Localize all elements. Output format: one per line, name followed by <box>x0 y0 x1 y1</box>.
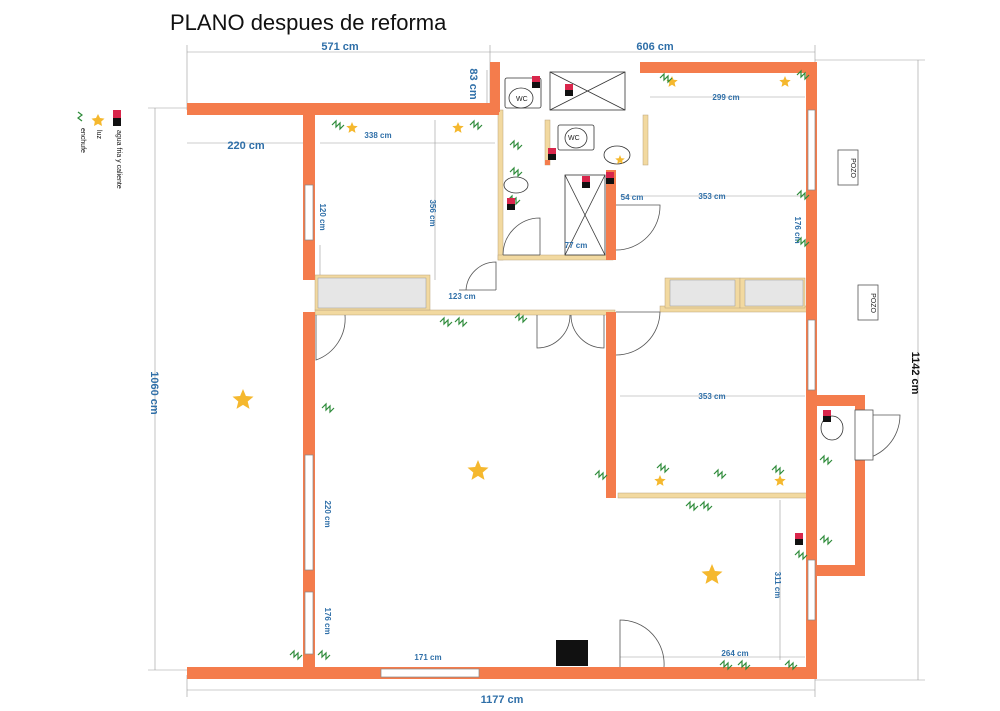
socket-icon <box>771 464 785 476</box>
socket-icon <box>796 189 810 201</box>
dim-window-120: 120 cm <box>318 203 327 230</box>
socket-icon <box>699 500 713 512</box>
legend-water-cold-swatch <box>113 118 121 126</box>
water-hot-icon <box>532 76 540 82</box>
electrical-water-symbols <box>232 69 833 671</box>
water-hot-icon <box>606 172 614 178</box>
dim-room3-width-353: 353 cm <box>698 392 725 401</box>
dim-step-54: 54 cm <box>621 193 644 202</box>
legend-socket-icon <box>77 111 83 122</box>
dim-room1-width: 338 cm <box>364 131 391 140</box>
legend-light-label: luz <box>95 130 102 139</box>
socket-icon <box>796 69 810 81</box>
socket-icon <box>819 454 833 466</box>
dim-step-83: 83 cm <box>467 68 479 99</box>
light-star-icon <box>452 122 464 133</box>
dim-total-height-left: 1060 cm <box>148 371 160 415</box>
water-cold-icon <box>548 154 556 160</box>
light-star-icon <box>467 460 489 480</box>
appliance-block <box>556 640 588 666</box>
dim-total-width-bottom: 1177 cm <box>481 694 524 706</box>
dim-living-window-220: 220 cm <box>323 500 332 527</box>
socket-icon <box>737 659 751 671</box>
wc-label-2: WC <box>568 135 580 142</box>
legend: agua fria y caliente luz enchufe <box>77 110 122 189</box>
water-cold-icon <box>532 82 540 88</box>
light-star-icon <box>232 389 254 409</box>
plan-title: PLANO despues de reforma <box>170 10 447 35</box>
light-star-icon <box>346 122 358 133</box>
socket-icon <box>331 119 345 131</box>
dim-bath-door-77: 77 cm <box>565 241 588 250</box>
light-star-icon <box>779 76 791 87</box>
socket-icon <box>469 119 483 131</box>
dim-room1-depth: 356 cm <box>428 199 437 226</box>
light-star-icon <box>615 155 625 164</box>
dim-room2-width-353: 353 cm <box>698 192 725 201</box>
dim-kitchen-311: 311 cm <box>773 572 782 599</box>
socket-icon <box>321 402 335 414</box>
water-hot-icon <box>582 176 590 182</box>
dim-top-left-width: 571 cm <box>321 41 359 53</box>
socket-icon <box>454 316 468 328</box>
dim-top-right-width: 606 cm <box>636 41 674 53</box>
socket-icon <box>713 468 727 480</box>
light-star-icon <box>774 475 786 486</box>
dim-left-offset-220: 220 cm <box>227 140 265 152</box>
socket-icon <box>509 166 523 178</box>
dim-total-height-right: 1142 cm <box>909 352 921 395</box>
socket-icon <box>719 659 733 671</box>
dim-kitchen-width-264: 264 cm <box>721 649 748 658</box>
light-star-icon <box>654 475 666 486</box>
socket-icon <box>659 72 673 84</box>
water-cold-icon <box>823 416 831 422</box>
legend-light-star-icon <box>91 114 105 126</box>
socket-icon <box>509 139 523 151</box>
dim-door-123: 123 cm <box>448 292 475 301</box>
socket-icon <box>796 236 810 248</box>
dimension-lines <box>148 45 925 697</box>
well-label-1: POZO <box>849 158 856 178</box>
legend-socket-label: enchufe <box>79 128 86 153</box>
socket-icon <box>784 659 798 671</box>
legend-water-label: agua fria y caliente <box>115 130 122 189</box>
water-cold-icon <box>606 178 614 184</box>
light-star-icon <box>666 76 678 87</box>
water-cold-icon <box>507 204 515 210</box>
socket-icon <box>317 649 331 661</box>
doors <box>315 204 901 668</box>
socket-icon <box>819 534 833 546</box>
legend-water-hot-swatch <box>113 110 121 118</box>
water-hot-icon <box>823 410 831 416</box>
dim-room2-width-299: 299 cm <box>712 93 739 102</box>
water-cold-icon <box>795 539 803 545</box>
water-cold-icon <box>565 90 573 96</box>
tiled-areas <box>317 277 804 309</box>
socket-icon <box>685 500 699 512</box>
dim-bottom-window-171: 171 cm <box>414 653 441 662</box>
socket-icon <box>794 549 808 561</box>
light-star-icon <box>701 564 723 584</box>
exterior-walls <box>187 62 865 679</box>
socket-icon <box>514 312 528 324</box>
dim-living-window-176: 176 cm <box>323 607 332 634</box>
socket-icon <box>656 462 670 474</box>
well-label-2: POZO <box>869 293 876 313</box>
windows <box>304 109 816 678</box>
water-hot-icon <box>548 148 556 154</box>
water-hot-icon <box>507 198 515 204</box>
water-hot-icon <box>565 84 573 90</box>
well-markers <box>837 149 879 321</box>
dim-room2-window-176: 176 cm <box>793 216 802 243</box>
water-cold-icon <box>582 182 590 188</box>
socket-icon <box>594 469 608 481</box>
socket-icon <box>289 649 303 661</box>
wc-label: WC <box>516 96 528 103</box>
socket-icon <box>439 316 453 328</box>
water-hot-icon <box>795 533 803 539</box>
